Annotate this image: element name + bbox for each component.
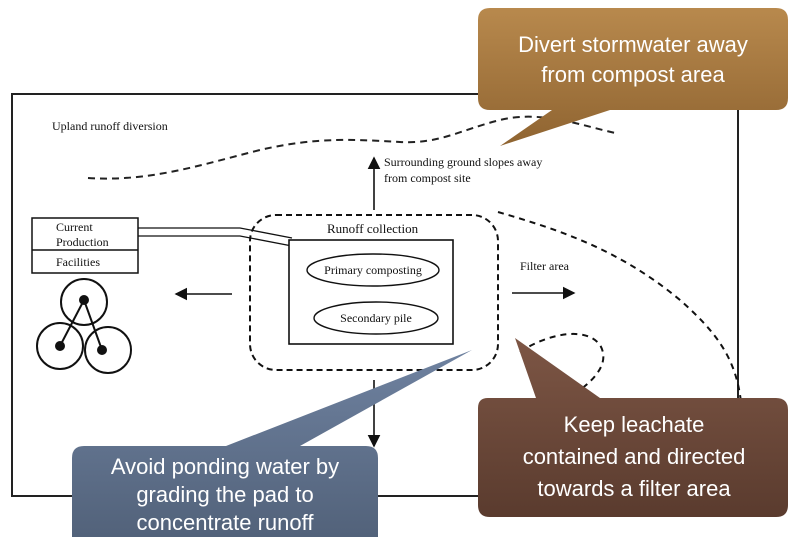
production-facilities-box <box>31 217 139 274</box>
upland-runoff-dashed-line <box>87 115 616 180</box>
facilities-label-line1: Current <box>56 220 93 234</box>
filter-area-dashed-loop <box>519 332 605 401</box>
facilities-label-line3: Facilities <box>56 255 100 269</box>
storage-tanks-symbol <box>36 278 132 374</box>
divert-callout-line1: Divert stormwater away <box>518 32 748 57</box>
upland-runoff-label: Upland runoff diversion <box>52 119 168 133</box>
facilities-label-line2: Production <box>56 235 109 249</box>
secondary-pile-label: Secondary pile <box>340 311 412 325</box>
leachate-callout-line2: contained and directed <box>523 444 746 469</box>
divert-callout-line2: from compost area <box>541 62 725 87</box>
slopes-label-line1: Surrounding ground slopes away <box>384 155 542 169</box>
slopes-label-line2: from compost site <box>384 171 471 185</box>
filter-area-label: Filter area <box>520 259 570 273</box>
primary-composting-oval <box>306 253 440 287</box>
connector-pipe-top <box>138 227 293 239</box>
avoid-ponding-callout: Avoid ponding water by grading the pad t… <box>72 350 472 537</box>
ponding-callout-line3: concentrate runoff <box>137 510 315 535</box>
leachate-callout-line1: Keep leachate <box>564 412 705 437</box>
secondary-pile-oval <box>313 301 439 335</box>
divert-stormwater-callout: Divert stormwater away from compost area <box>478 8 788 146</box>
connector-pipe-bottom <box>138 235 293 247</box>
leachate-callout-line3: towards a filter area <box>537 476 731 501</box>
runoff-collection-label: Runoff collection <box>327 221 419 236</box>
primary-composting-label: Primary composting <box>324 263 422 277</box>
filter-area-dashed-curve <box>497 211 744 441</box>
keep-leachate-callout: Keep leachate contained and directed tow… <box>478 338 788 517</box>
ponding-callout-line2: grading the pad to <box>136 482 313 507</box>
ponding-callout-line1: Avoid ponding water by <box>111 454 339 479</box>
